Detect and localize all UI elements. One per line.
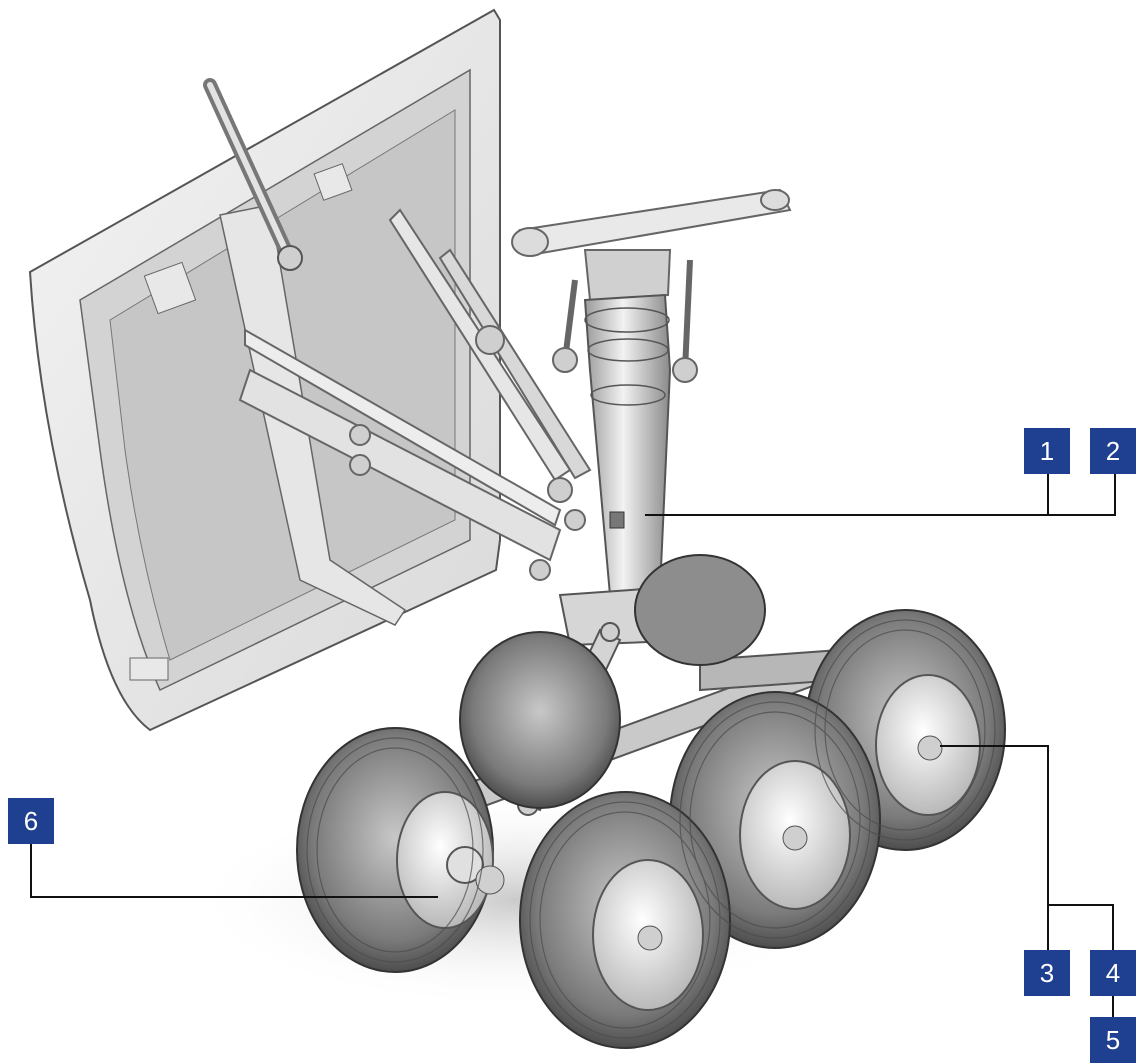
callout-badge-6: 6 <box>8 798 54 844</box>
callout-badge-1: 1 <box>1024 428 1070 474</box>
callout-badge-5: 5 <box>1090 1017 1136 1063</box>
leader-line-6 <box>30 844 438 898</box>
leader-line-3-4-5 <box>940 745 1049 905</box>
wheel-rear-left <box>459 631 621 809</box>
trunnion <box>511 188 792 383</box>
tire-grooves <box>306 619 996 1039</box>
callout-badge-4: 4 <box>1090 950 1136 996</box>
leader-lines <box>30 474 1116 1017</box>
wheel-left-back <box>296 727 505 973</box>
door-actuator <box>203 78 303 271</box>
gear-door <box>28 8 501 732</box>
callout-badge-3: 3 <box>1024 950 1070 996</box>
drag-braces <box>238 208 592 581</box>
wheel-rear-center <box>634 554 766 666</box>
wheel-left-front <box>519 791 731 1049</box>
callout-badge-2: 2 <box>1090 428 1136 474</box>
